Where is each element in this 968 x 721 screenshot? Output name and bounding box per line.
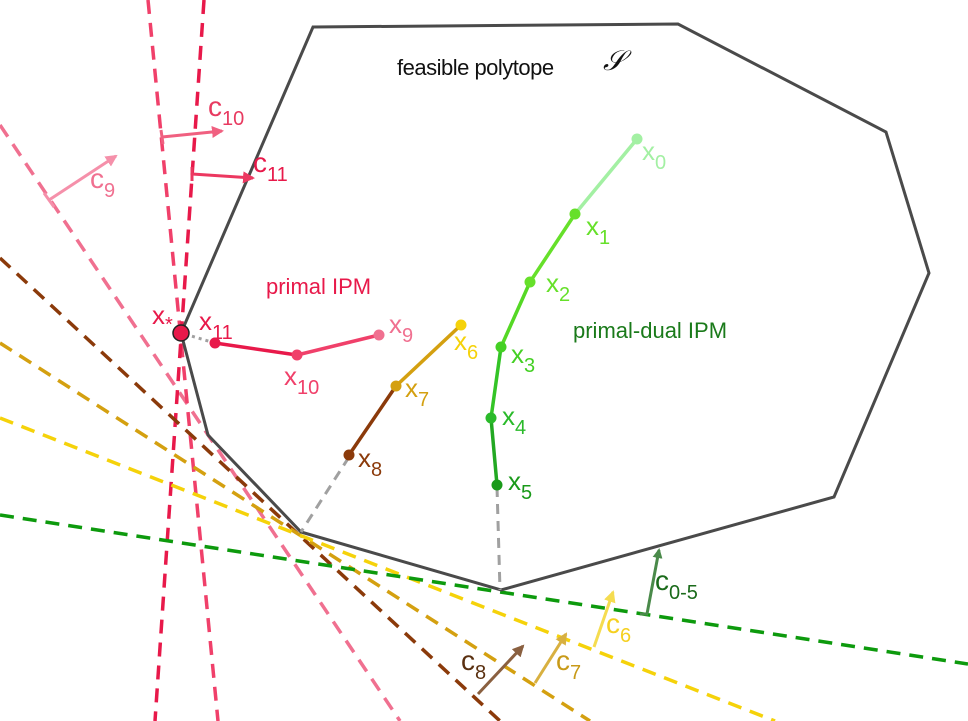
optimum-x-star bbox=[172, 324, 190, 342]
label-x1: x1 bbox=[586, 211, 610, 249]
label-x0: x0 bbox=[642, 136, 666, 174]
iterate-x4 bbox=[485, 412, 497, 424]
label-x7: x7 bbox=[405, 373, 429, 411]
level-line-c10 bbox=[146, 0, 220, 721]
cost-arrow-c11 bbox=[191, 171, 255, 184]
projection-x8 bbox=[299, 456, 351, 533]
iterate-labels: x0 x1 x2 x3 x4 x5 x6 x7 x8 x9 x10 x11 x* bbox=[152, 136, 666, 504]
iterate-x5 bbox=[491, 479, 503, 491]
iterate-x3 bbox=[495, 341, 507, 353]
pd-segment-2-3 bbox=[499, 280, 532, 349]
iterate-x2 bbox=[524, 276, 536, 288]
label-x10: x10 bbox=[284, 361, 319, 399]
cost-label-c10: c10 bbox=[208, 91, 244, 130]
projection-x5 bbox=[495, 486, 502, 591]
iterate-x10 bbox=[291, 349, 303, 361]
cost-vectors bbox=[42, 126, 663, 696]
cost-arrow-c0-5 bbox=[645, 548, 663, 615]
iterate-x6 bbox=[455, 319, 467, 331]
level-line-c11 bbox=[153, 0, 206, 721]
level-line-c8 bbox=[0, 256, 502, 721]
label-x6: x6 bbox=[454, 326, 478, 364]
pd-segment-1-2 bbox=[528, 212, 577, 284]
cost-label-c7: c7 bbox=[556, 645, 581, 684]
label-x9: x9 bbox=[389, 309, 413, 347]
primal-ipm-label: primal IPM bbox=[266, 274, 371, 299]
level-line-c0-5 bbox=[0, 513, 968, 666]
cost-arrow-c9 bbox=[48, 154, 118, 202]
label-x-star: x* bbox=[152, 300, 173, 336]
cost-arrow-c10 bbox=[161, 126, 224, 139]
iterate-x11 bbox=[209, 337, 221, 349]
p-segment-7-8 bbox=[347, 384, 398, 457]
p-segment-9-10 bbox=[295, 333, 381, 357]
iterate-x7 bbox=[390, 380, 402, 392]
level-line-c6 bbox=[0, 416, 776, 721]
level-line-c9 bbox=[0, 124, 402, 721]
iterate-x8 bbox=[343, 449, 355, 461]
primal-dual-path bbox=[489, 137, 639, 487]
level-line-c7 bbox=[0, 341, 591, 721]
polytope-symbol: 𝒮 bbox=[603, 44, 632, 77]
label-x11: x11 bbox=[199, 306, 233, 344]
cost-label-c0-5: c0-5 bbox=[655, 565, 698, 604]
iterate-x0 bbox=[631, 133, 643, 145]
label-x2: x2 bbox=[546, 268, 570, 306]
cost-labels: c0-5 c6 c7 c8 c9 c10 c11 bbox=[90, 91, 698, 684]
iterate-points bbox=[172, 133, 643, 491]
cost-arrow-c8 bbox=[476, 644, 525, 696]
label-x5: x5 bbox=[508, 466, 532, 504]
cost-label-c6: c6 bbox=[606, 608, 631, 647]
pd-segment-0-1 bbox=[573, 137, 639, 216]
iterate-x1 bbox=[569, 208, 581, 220]
label-x4: x4 bbox=[502, 401, 526, 439]
primal-dual-ipm-label: primal-dual IPM bbox=[573, 318, 727, 343]
cost-label-c11: c11 bbox=[253, 147, 288, 186]
polytope-title: feasible polytope bbox=[397, 55, 554, 80]
cost-arrow-c7 bbox=[533, 632, 568, 684]
p-segment-6-7 bbox=[394, 323, 463, 388]
feasible-polytope bbox=[179, 22, 931, 592]
cost-arrow-c9-tick bbox=[42, 192, 56, 208]
primal-path bbox=[213, 323, 463, 457]
cost-label-c9: c9 bbox=[90, 163, 115, 202]
cost-label-c8: c8 bbox=[461, 645, 486, 684]
cost-arrow-c10-tick bbox=[159, 129, 165, 145]
p-segment-10-11 bbox=[213, 341, 299, 357]
label-x3: x3 bbox=[511, 339, 535, 377]
pd-segment-3-4 bbox=[489, 345, 503, 420]
pd-segment-4-5 bbox=[489, 416, 499, 487]
label-x8: x8 bbox=[358, 443, 382, 481]
iterate-x9 bbox=[373, 329, 385, 341]
cost-arrow-c6 bbox=[592, 590, 616, 648]
